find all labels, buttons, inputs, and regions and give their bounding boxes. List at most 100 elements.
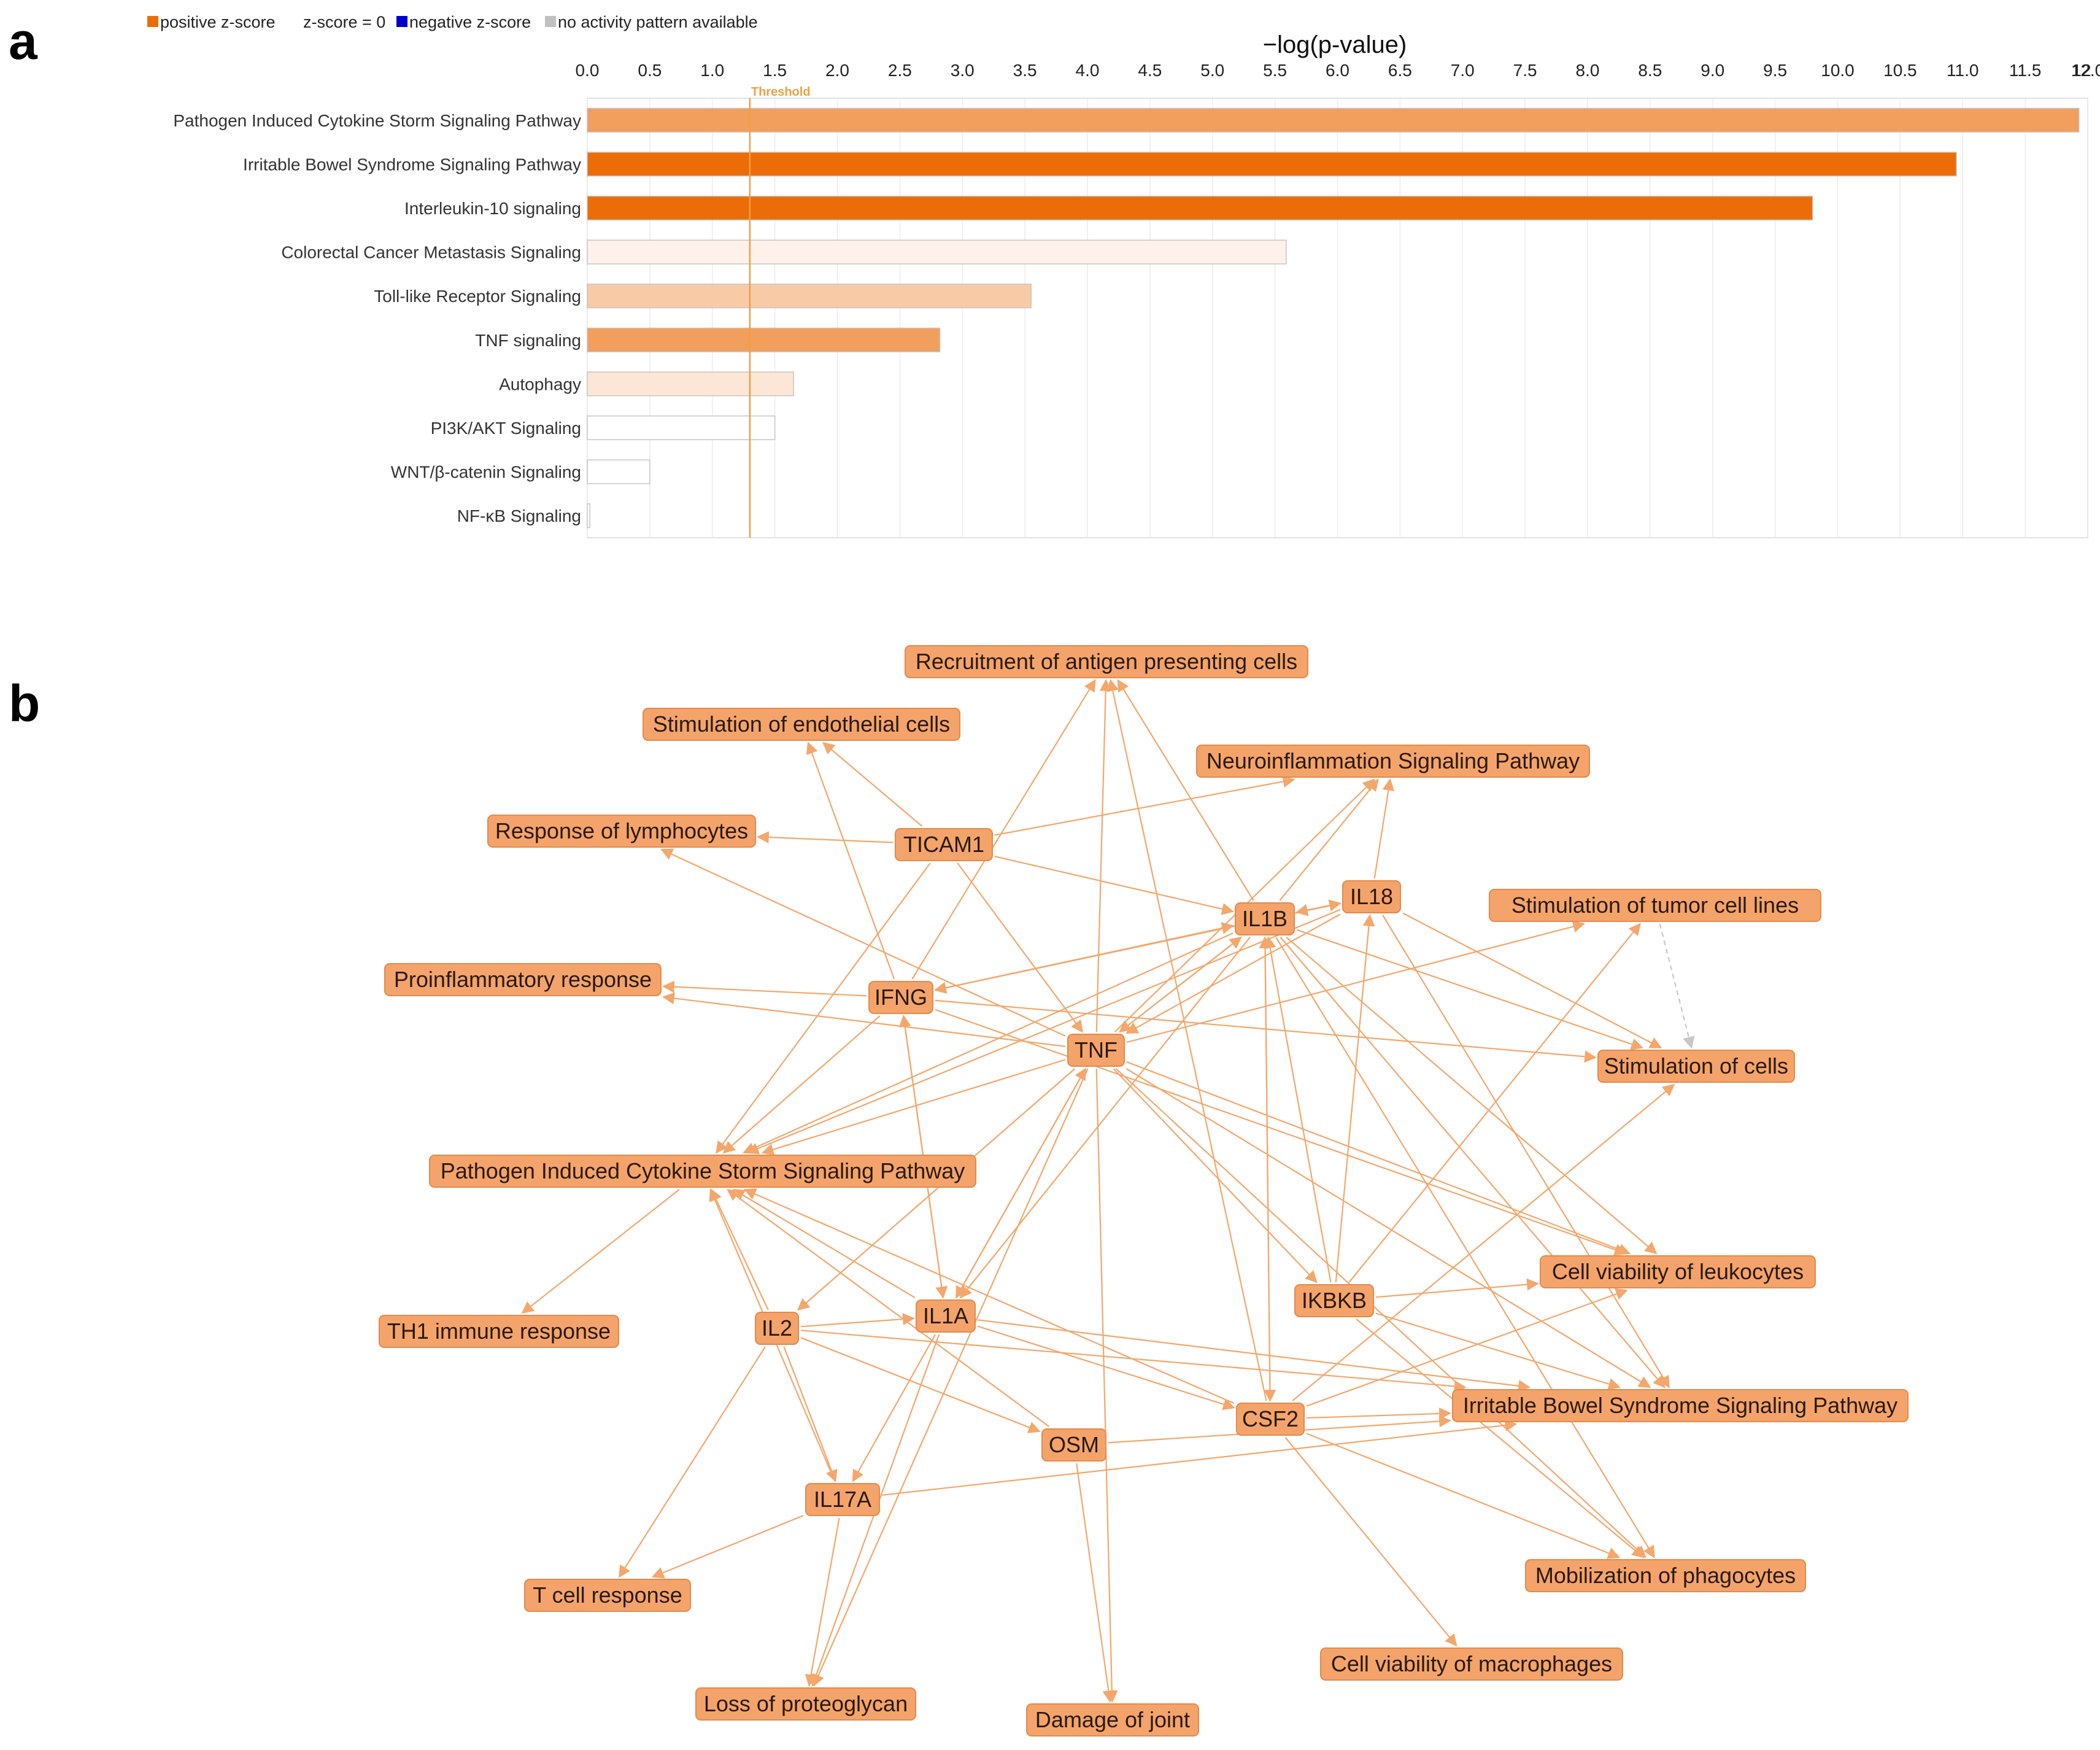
node-box [1026,1703,1199,1736]
network-edge [1373,778,1395,879]
node-box [1342,880,1401,913]
network-edge [732,1188,916,1298]
node-label: Neuroinflammation Signaling Pathway [1206,748,1580,773]
network-edge [935,1009,1627,1256]
node-box [524,1579,691,1612]
network-edge [1306,1288,1628,1407]
network-edge [1296,929,1643,1050]
network-edge [813,1068,1089,1687]
node-box [1041,1428,1106,1462]
node-box [1525,1559,1806,1592]
node-label: Stimulation of cells [1604,1053,1788,1078]
node-label: Response of lymphocytes [495,818,748,843]
network-edge [1095,1068,1118,1703]
category-label: Interleukin-10 signaling [404,199,581,218]
node-leuko: Cell viability of leukocytes [1540,1255,1816,1288]
x-tick-label: 2.5 [888,61,912,80]
x-tick-label: 11.0 [1947,61,1978,80]
network-edge [1126,1061,1631,1255]
node-label: T cell response [533,1582,682,1608]
node-box [1320,1647,1623,1681]
network-edge [710,1188,769,1311]
node-recruit: Recruitment of antigen presenting cells [905,645,1308,678]
node-box [895,828,993,861]
network-edge [1335,914,1375,1283]
category-label: Autophagy [499,374,581,393]
network-edge [743,932,1233,1154]
node-label: Stimulation of endothelial cells [653,711,950,737]
network-edge [1115,1068,1646,1558]
network-edge [1356,1318,1645,1558]
node-lymph: Response of lymphocytes [487,815,756,848]
bar [587,195,1813,221]
node-label: IL2 [762,1315,792,1341]
x-tick-label: 10.0 [1821,61,1855,80]
node-il1b: IL1B [1235,902,1295,935]
category-label: Toll-like Receptor Signaling [374,287,581,306]
node-label: Cell viability of macrophages [1331,1651,1612,1676]
network-edge [1375,1312,1621,1390]
node-box [1294,1284,1374,1317]
node-label: IFNG [874,985,927,1010]
network-edge [1292,1083,1675,1401]
node-box [1236,1403,1305,1436]
network-edge [743,1188,1235,1404]
bar [587,327,941,352]
category-label: Irritable Bowel Syndrome Signaling Pathw… [243,155,581,174]
node-label: CSF2 [1242,1406,1299,1431]
panel-b-letter: b [9,675,40,732]
network-edge [715,862,931,1154]
network-edge [806,741,895,980]
network-edge [1126,920,1586,1043]
network-edge [1125,913,1341,1034]
network-edge [1295,902,1341,916]
node-label: IKBKB [1302,1288,1367,1313]
node-csf2: CSF2 [1236,1403,1305,1436]
category-label: WNT/β-catenin Signaling [391,463,581,482]
legend-swatch-positive [147,16,158,27]
panel-a-letter: a [9,12,38,70]
network-edge [757,831,894,843]
x-tick-label: 1.5 [763,61,787,80]
network-edge [1286,937,1658,1255]
x-tick-label: 6.5 [1388,61,1412,80]
network-edge [1259,936,1272,1401]
category-label: Colorectal Cancer Metastasis Signaling [281,243,581,262]
node-box [384,963,662,996]
x-tick-label: 9.0 [1700,61,1724,80]
bar [587,503,590,528]
node-label: Damage of joint [1035,1707,1190,1732]
node-box [1067,1034,1125,1067]
network-edge [1106,679,1267,1401]
x-tick-label: 10.5 [1883,61,1917,80]
category-label: TNF signaling [475,331,581,350]
node-ifng: IFNG [868,981,933,1014]
network-nodes: Recruitment of antigen presenting cellsS… [379,645,1909,1736]
node-il2: IL2 [755,1312,799,1345]
network-edge [1659,923,1695,1049]
node-ikbkb: IKBKB [1294,1284,1374,1317]
node-box [379,1315,619,1348]
network-edge [994,775,1295,836]
network-edge [1275,937,1655,1558]
node-box [695,1687,916,1721]
network-edge [746,908,1341,1155]
network-edge [957,862,1083,1033]
network-edge [955,1067,1087,1298]
x-tick-label: 3.5 [1013,61,1037,80]
chart-legend: positive z-score z-score = 0 negative z-… [147,13,758,31]
network-edge [1264,936,1332,1283]
network-edge [959,937,1251,1299]
node-neuro: Neuroinflammation Signaling Pathway [1196,745,1590,778]
x-tick-label: 0.5 [638,61,662,80]
node-label: OSM [1049,1432,1099,1457]
node-ticam1: TICAM1 [895,828,993,861]
bar [587,459,650,484]
network-edge [662,992,1066,1047]
network-edge [1117,679,1254,901]
category-label: PI3K/AKT Signaling [431,419,581,438]
node-box [1540,1255,1816,1288]
network-edge [1375,1278,1539,1298]
